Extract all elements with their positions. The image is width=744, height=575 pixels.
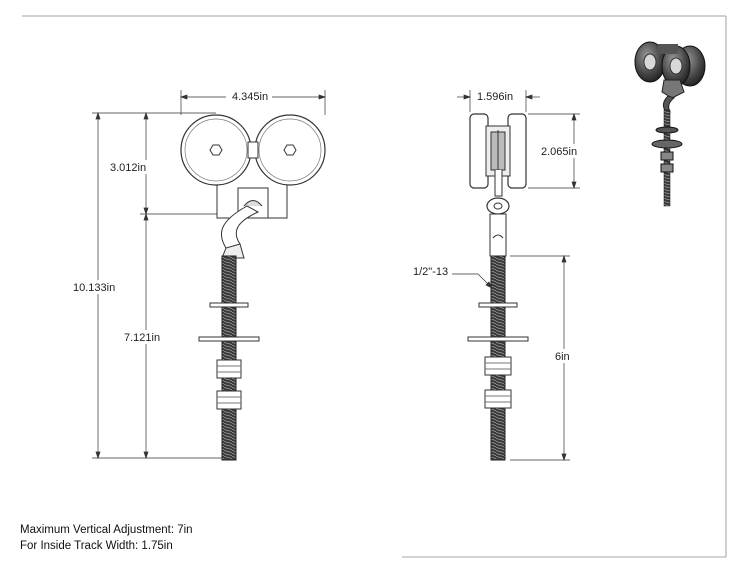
front-washer-lower: [198, 336, 260, 342]
product-render-image: [634, 41, 706, 207]
side-washer-upper: [478, 302, 518, 308]
dim-height-lower: 7.121in: [124, 332, 160, 344]
side-nut-upper: [484, 356, 512, 376]
max-vertical-adjustment-note: Maximum Vertical Adjustment: 7in: [20, 524, 193, 536]
dim-width-overall: 4.345in: [232, 91, 268, 103]
front-threaded-rod: [221, 255, 237, 461]
front-washer-upper: [209, 302, 249, 308]
side-wheel-left: [469, 113, 489, 189]
side-washer-lower: [467, 336, 529, 342]
inside-track-width-note: For Inside Track Width: 1.75in: [20, 540, 173, 552]
dim-side-height: 2.065in: [541, 146, 577, 158]
front-axle-nut-left: [209, 144, 223, 156]
front-nut-upper: [216, 359, 242, 379]
front-nut-lower: [216, 390, 242, 410]
dim-thread-length: 6in: [555, 351, 570, 363]
dim-height-upper: 3.012in: [110, 162, 146, 174]
side-view: [467, 113, 529, 461]
dim-height-total: 10.133in: [73, 282, 115, 294]
page-frame: [22, 15, 727, 558]
front-axle-nut-right: [283, 144, 297, 156]
dim-side-width: 1.596in: [477, 91, 513, 103]
side-wheel-right: [507, 113, 527, 189]
front-view: [180, 114, 326, 461]
side-nut-lower: [484, 389, 512, 409]
dim-thread-spec: 1/2"-13: [413, 266, 448, 278]
